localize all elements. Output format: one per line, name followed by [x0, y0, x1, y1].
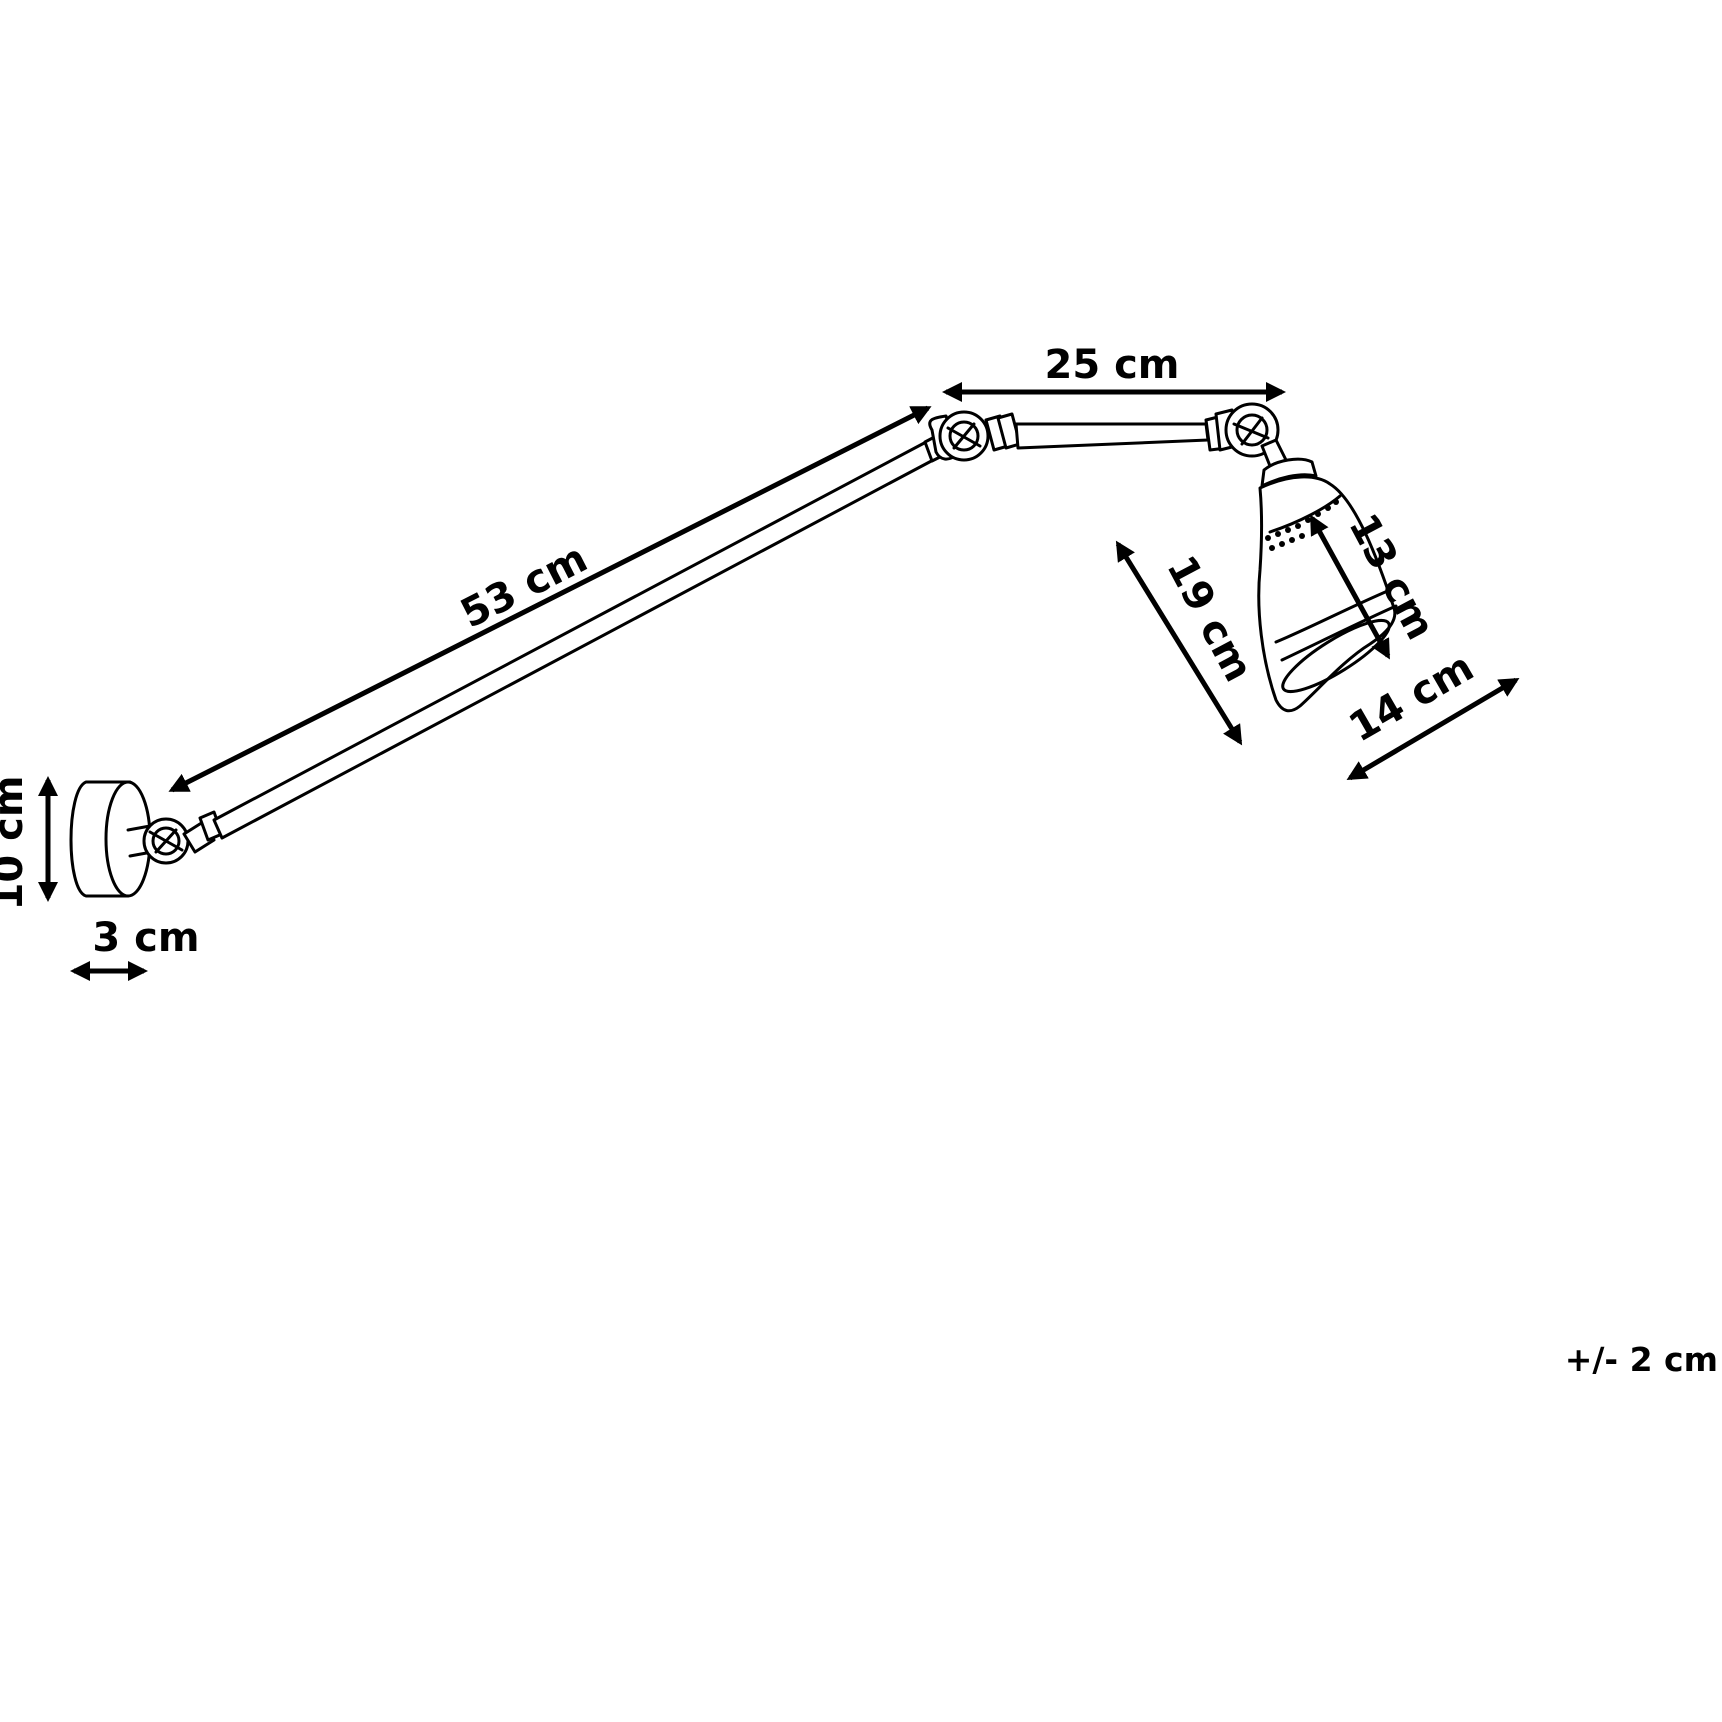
dim-line-13cm [1309, 514, 1391, 660]
wall-mount-base [69, 780, 154, 898]
label-3cm: 3 cm [92, 915, 199, 961]
lower-joint [142, 810, 224, 865]
tolerance-note: +/- 2 cm [1565, 1340, 1718, 1379]
elbow-joint [923, 410, 1022, 463]
label-14cm: 14 cm [1342, 644, 1482, 751]
short-arm [1014, 422, 1210, 450]
label-53cm: 53 cm [454, 535, 595, 637]
dim-line-19cm [1115, 540, 1243, 746]
label-19cm: 19 cm [1157, 549, 1261, 690]
dimension-lines [38, 382, 1520, 981]
label-10cm: 10 cm [0, 776, 32, 911]
dim-line-14cm [1346, 677, 1520, 781]
long-arm [212, 439, 939, 840]
lamp-illustration [69, 402, 1398, 898]
label-25cm: 25 cm [1045, 342, 1180, 388]
dim-line-53cm [168, 405, 932, 793]
shade-joint [1204, 402, 1288, 468]
